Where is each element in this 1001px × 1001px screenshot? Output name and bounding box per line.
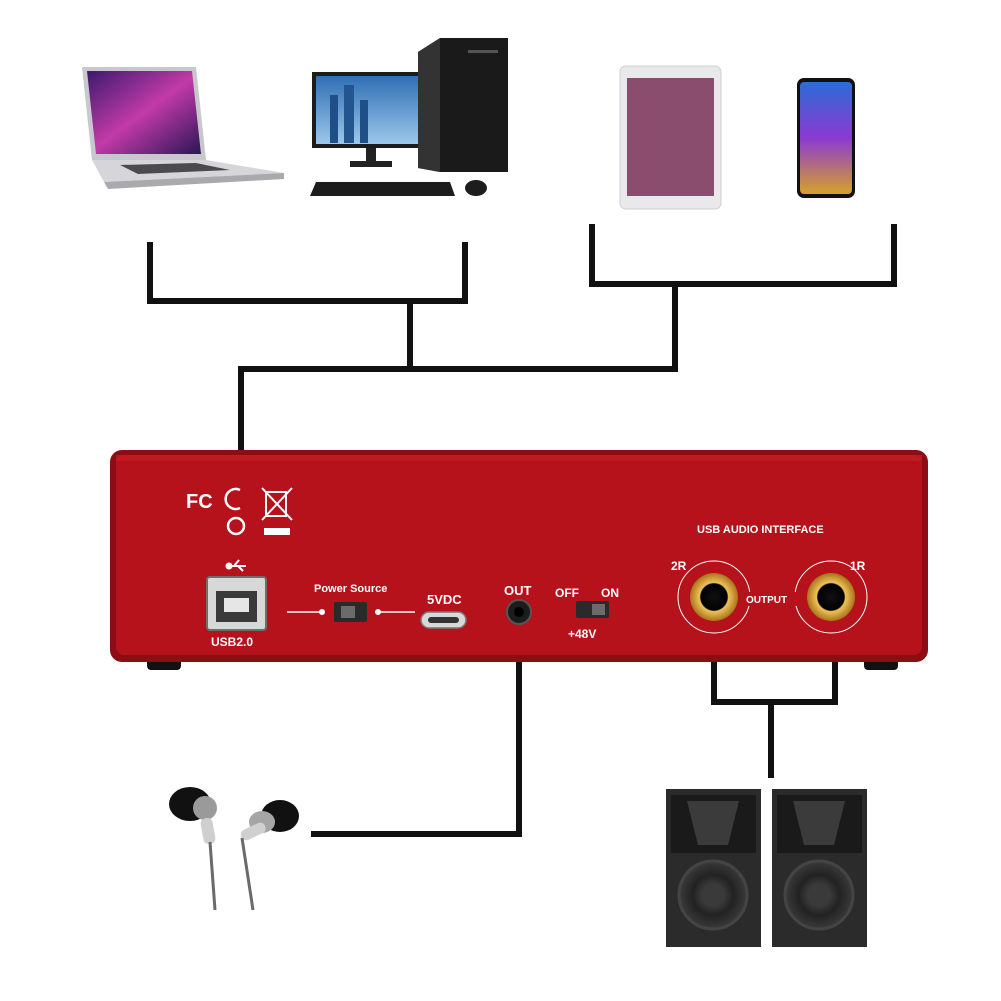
jack-2r-label: 2R (671, 559, 687, 573)
smartphone-icon (797, 78, 855, 198)
speaker-icon (772, 789, 867, 947)
usb-c-port[interactable] (420, 611, 467, 629)
usb-symbol-icon (225, 559, 246, 572)
jack-1r-label: 1R (850, 559, 866, 573)
output-jack-2r[interactable] (690, 573, 738, 621)
laptop-icon (82, 67, 284, 189)
weee-bin-icon (261, 487, 293, 535)
fc-mark-icon: FC (186, 491, 213, 513)
phantom-power-switch[interactable] (576, 601, 609, 618)
phantom-off-label: OFF (555, 586, 579, 600)
tablet-icon (619, 65, 722, 210)
output-label-bg (744, 592, 800, 606)
output-label: OUTPUT (746, 595, 787, 606)
usb-label: USB2.0 (211, 635, 253, 649)
earphones-icon (169, 787, 299, 911)
speaker-icon (666, 789, 761, 947)
phantom-on-label: ON (601, 586, 619, 600)
power-source-switch[interactable] (287, 602, 415, 622)
power-source-label: Power Source (314, 583, 387, 595)
phantom-voltage-label: +48V (568, 627, 596, 641)
ce-mark-icon (224, 487, 246, 536)
output-jack-1r[interactable] (807, 573, 855, 621)
dc-label: 5VDC (427, 592, 462, 607)
usb-b-port[interactable] (206, 576, 267, 631)
desktop-pc-icon (310, 38, 508, 196)
out-label: OUT (504, 583, 532, 598)
model-label: USB AUDIO INTERFACE (697, 524, 824, 536)
headphone-out-jack[interactable] (506, 599, 532, 625)
